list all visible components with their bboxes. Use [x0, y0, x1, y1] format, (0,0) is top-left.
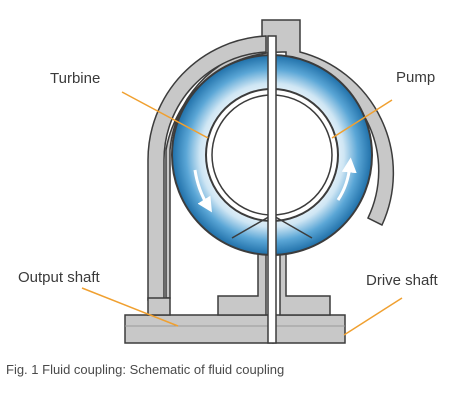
- output-shaft: [124, 314, 274, 344]
- center-divider: [267, 35, 277, 344]
- pump-leader: [331, 99, 393, 139]
- flow-arrow-down: [193, 169, 212, 213]
- output-shaft-leader: [81, 287, 179, 327]
- drive-shaft-label: Drive shaft: [366, 272, 439, 289]
- pump-hub: [279, 249, 331, 316]
- turbine-leader: [121, 91, 209, 139]
- figure-caption: Fig. 1 Fluid coupling: Schematic of flui…: [6, 362, 285, 377]
- shafts: [124, 314, 346, 344]
- flow-arrow-up: [336, 157, 357, 201]
- output-flange: [147, 297, 171, 316]
- pump-label: Pump: [396, 69, 435, 86]
- output-shaft-label: Output shaft: [18, 269, 101, 286]
- turbine-hub: [217, 249, 267, 316]
- drive-shaft: [272, 314, 346, 344]
- housing: [147, 19, 395, 316]
- turbine-casing: [147, 35, 267, 301]
- turbine-label: Turbine: [50, 70, 100, 87]
- drive-shaft-leader: [343, 297, 403, 336]
- leader-lines: [81, 91, 403, 336]
